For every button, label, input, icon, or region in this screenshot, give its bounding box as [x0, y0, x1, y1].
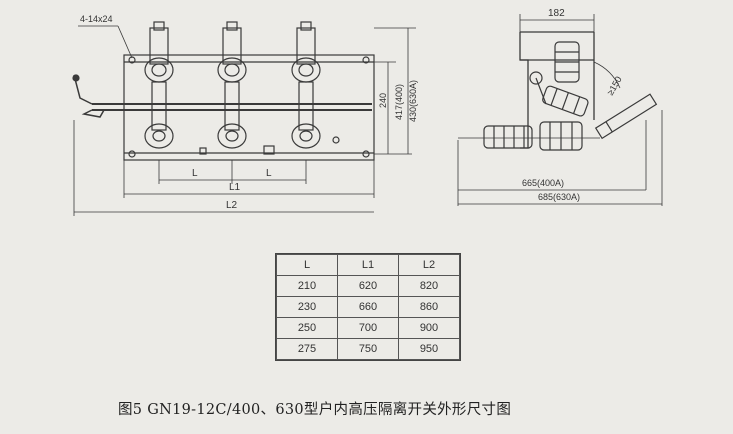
height-240: 240 — [378, 93, 388, 108]
table-row: 210 620 820 — [276, 275, 460, 297]
table-row: 275 750 950 — [276, 338, 460, 360]
side-view — [457, 14, 663, 206]
pole-left — [144, 21, 174, 149]
front-view — [72, 21, 416, 216]
side-top-width: 182 — [548, 8, 565, 19]
dim-L2: L2 — [226, 200, 238, 211]
table-cell: 900 — [398, 317, 460, 339]
mounting-hole — [362, 56, 370, 64]
table-cell: 250 — [276, 317, 338, 339]
table-cell: 210 — [276, 275, 338, 297]
dimension-table: L L1 L2 210 620 820 230 660 860 250 700 … — [275, 253, 461, 361]
table-cell: 820 — [398, 275, 460, 297]
table-row: 230 660 860 — [276, 296, 460, 318]
table-header: L — [276, 254, 338, 276]
base-frame — [123, 54, 375, 161]
table-header-row: L L1 L2 — [276, 254, 460, 276]
table-cell: 660 — [337, 296, 399, 318]
dim-L-left: L — [192, 168, 198, 179]
table-cell: 950 — [398, 338, 460, 360]
side-length-630: 685(630A) — [538, 192, 580, 202]
dim-L-right: L — [266, 168, 272, 179]
figure-caption: 图5 GN19-12C/400、630型户内高压隔离开关外形尺寸图 — [118, 402, 512, 418]
table-header: L1 — [337, 254, 399, 276]
table-cell: 750 — [337, 338, 399, 360]
mounting-hole — [362, 150, 370, 158]
pole-right — [291, 21, 321, 149]
table-header: L2 — [398, 254, 460, 276]
mounting-hole — [128, 56, 136, 64]
overall-height-630: 430(630A) — [408, 80, 418, 122]
table-cell: 230 — [276, 296, 338, 318]
dim-L1: L1 — [229, 182, 241, 193]
table-cell: 700 — [337, 317, 399, 339]
overall-height-400: 417(400) — [394, 84, 404, 120]
side-angle: ≥150 — [605, 75, 624, 97]
table-row: 250 700 900 — [276, 317, 460, 339]
table-cell: 620 — [337, 275, 399, 297]
table-cell: 860 — [398, 296, 460, 318]
mounting-hole — [128, 150, 136, 158]
table-cell: 275 — [276, 338, 338, 360]
pole-middle — [217, 21, 247, 149]
hole-spec-label: 4-14x24 — [80, 14, 113, 24]
insulator-bottom — [483, 125, 533, 149]
switch-blade — [594, 93, 658, 140]
operating-handle — [73, 74, 105, 118]
side-length-400: 665(400A) — [522, 178, 564, 188]
